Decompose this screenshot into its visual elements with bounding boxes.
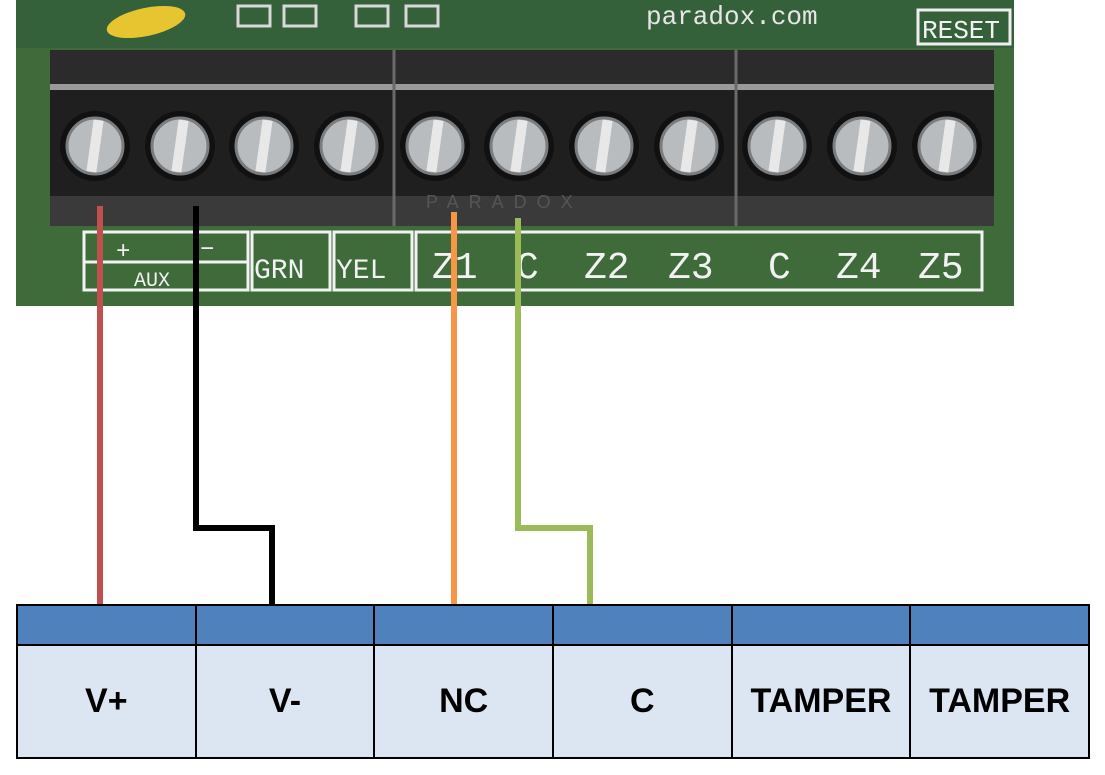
screw-slot xyxy=(255,119,273,173)
screw-terminal xyxy=(569,111,639,181)
screw-terminal xyxy=(742,111,812,181)
terminal-c: C xyxy=(551,644,733,759)
terminal-block-top xyxy=(50,50,994,88)
screw-slot xyxy=(86,119,104,173)
screw-slot xyxy=(853,119,871,173)
device-terminal-table: V+ V- NC C TAMPER TAMPER xyxy=(16,604,1090,759)
housing-text: PARADOX xyxy=(426,192,583,212)
resistor-pad-3 xyxy=(354,4,390,28)
screw-slot xyxy=(938,119,956,173)
screw-terminal xyxy=(484,111,554,181)
screw-terminal xyxy=(654,111,724,181)
terminal-tamper-1: TAMPER xyxy=(730,644,912,759)
terminal-header-cell xyxy=(909,604,1090,646)
screw-terminal xyxy=(229,111,299,181)
board-label-z1: Z1 xyxy=(432,247,478,290)
screw-terminal xyxy=(912,111,982,181)
screw-terminals xyxy=(60,111,982,181)
terminal-header-cell xyxy=(194,604,376,646)
screw-slot xyxy=(340,119,358,173)
screw-slot xyxy=(426,119,444,173)
terminal-header-row xyxy=(16,604,1090,646)
terminal-header-cell xyxy=(16,604,197,646)
terminal-block-ridge xyxy=(50,84,994,90)
terminal-header-cell xyxy=(373,604,554,646)
terminal-label-row: V+ V- NC C TAMPER TAMPER xyxy=(16,644,1090,759)
aux-minus-label: − xyxy=(200,237,214,264)
screw-terminal xyxy=(314,111,384,181)
board-label-z4: Z4 xyxy=(836,247,882,290)
screw-terminal xyxy=(60,111,130,181)
board-label-c: C xyxy=(768,247,791,290)
terminal-v-plus: V+ xyxy=(16,644,197,759)
terminal-header-cell xyxy=(551,604,733,646)
screw-terminal xyxy=(400,111,470,181)
resistor-pad-1 xyxy=(236,4,272,28)
terminal-nc: NC xyxy=(373,644,554,759)
aux-plus-label: + xyxy=(116,239,130,266)
aux-label: AUX xyxy=(134,270,170,293)
screw-slot xyxy=(680,119,698,173)
zone-label-box xyxy=(414,230,984,292)
screw-slot xyxy=(768,119,786,173)
yel-label-box xyxy=(332,230,414,292)
screw-slot xyxy=(171,119,189,173)
board-label-grn: GRN xyxy=(254,256,304,287)
board-label-z2: Z2 xyxy=(584,247,630,290)
terminal-header-cell xyxy=(730,604,912,646)
resistor-pad-2 xyxy=(282,4,318,28)
reset-box xyxy=(916,8,1012,46)
reset-label: RESET xyxy=(922,16,1000,46)
brand-text: paradox.com xyxy=(646,2,818,32)
pcb-trace-area xyxy=(16,0,1014,48)
control-panel-board: paradox.com RESET PARADOX + − AUX GRN YEL… xyxy=(16,0,1014,306)
board-label-yel: YEL xyxy=(336,256,386,287)
resistor-pad-4 xyxy=(404,4,440,28)
board-label-z3: Z3 xyxy=(668,247,714,290)
screw-terminal xyxy=(827,111,897,181)
terminal-v-minus: V- xyxy=(194,644,376,759)
board-label-c: C xyxy=(516,247,539,290)
terminal-tamper-2: TAMPER xyxy=(909,644,1090,759)
screw-slot xyxy=(595,119,613,173)
screw-terminal xyxy=(145,111,215,181)
screw-slot xyxy=(510,119,528,173)
capacitor-component xyxy=(106,5,186,39)
board-label-z5: Z5 xyxy=(918,247,964,290)
